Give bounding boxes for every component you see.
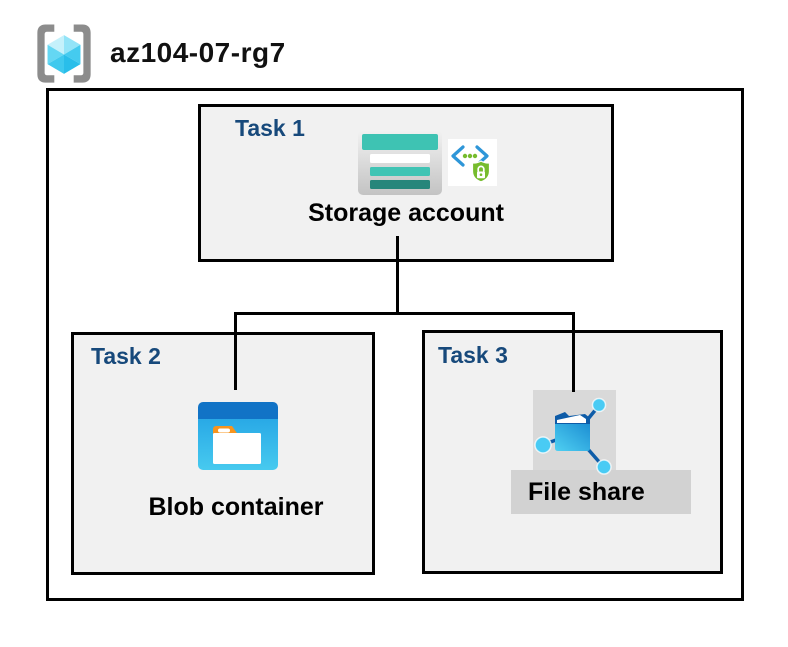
file-share-label: File share [528,478,645,506]
resource-group-icon [33,21,95,86]
task3-box: Task 3 Fil [422,330,723,574]
task2-box: Task 2 Blob container [71,332,375,575]
storage-account-icon [358,130,442,195]
blob-container-label: Blob container [148,493,324,521]
resource-group-header: az104-07-rg7 [0,0,788,88]
file-share-icon [530,388,620,478]
storage-account-label: Storage account [308,199,504,227]
resource-group-name: az104-07-rg7 [110,37,286,68]
task2-label: Task 2 [91,343,161,369]
task1-box: Task 1 [198,104,614,262]
file-share-label-bar: File share [511,470,691,514]
secure-endpoint-icon [448,139,497,186]
blob-container-icon [198,402,278,470]
task1-label: Task 1 [235,115,305,141]
task3-label: Task 3 [438,342,508,368]
